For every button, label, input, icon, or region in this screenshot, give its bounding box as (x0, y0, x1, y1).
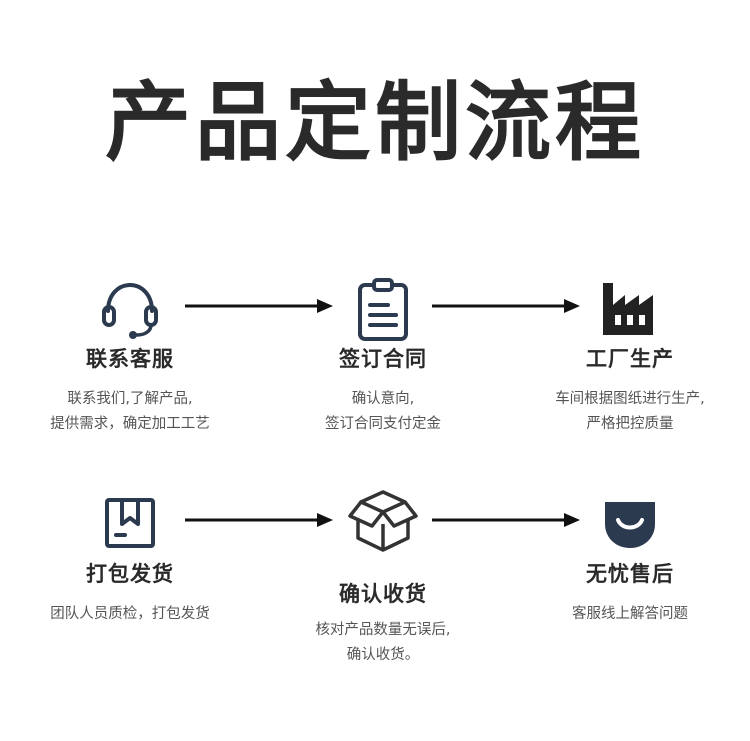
step-description: 客服线上解答问题 (572, 606, 688, 622)
step-label: 工厂生产 (586, 347, 674, 371)
factory-icon (595, 275, 665, 345)
page-title: 产品定制流程 (105, 73, 645, 173)
step-description: 确认意向, 签订合同支付定金 (325, 391, 441, 432)
step-label: 打包发货 (86, 562, 174, 586)
open-box-icon (344, 482, 422, 560)
flow-arrow (432, 510, 582, 530)
flow-arrow (185, 296, 335, 316)
clipboard-icon (348, 275, 418, 345)
step-label: 确认收货 (339, 582, 427, 606)
smile-service-icon (595, 490, 665, 560)
step-label: 无忧售后 (586, 562, 674, 586)
flow-arrow (432, 296, 582, 316)
step-label: 签订合同 (339, 347, 427, 371)
package-icon (95, 490, 165, 560)
headset-icon (95, 275, 165, 345)
step-description: 联系我们,了解产品, 提供需求，确定加工工艺 (50, 391, 210, 432)
flow-arrow (185, 510, 335, 530)
step-description: 核对产品数量无误后, 确认收货。 (315, 622, 451, 663)
step-description: 团队人员质检，打包发货 (50, 606, 210, 622)
step-label: 联系客服 (86, 347, 174, 371)
step-description: 车间根据图纸进行生产, 严格把控质量 (555, 391, 705, 432)
